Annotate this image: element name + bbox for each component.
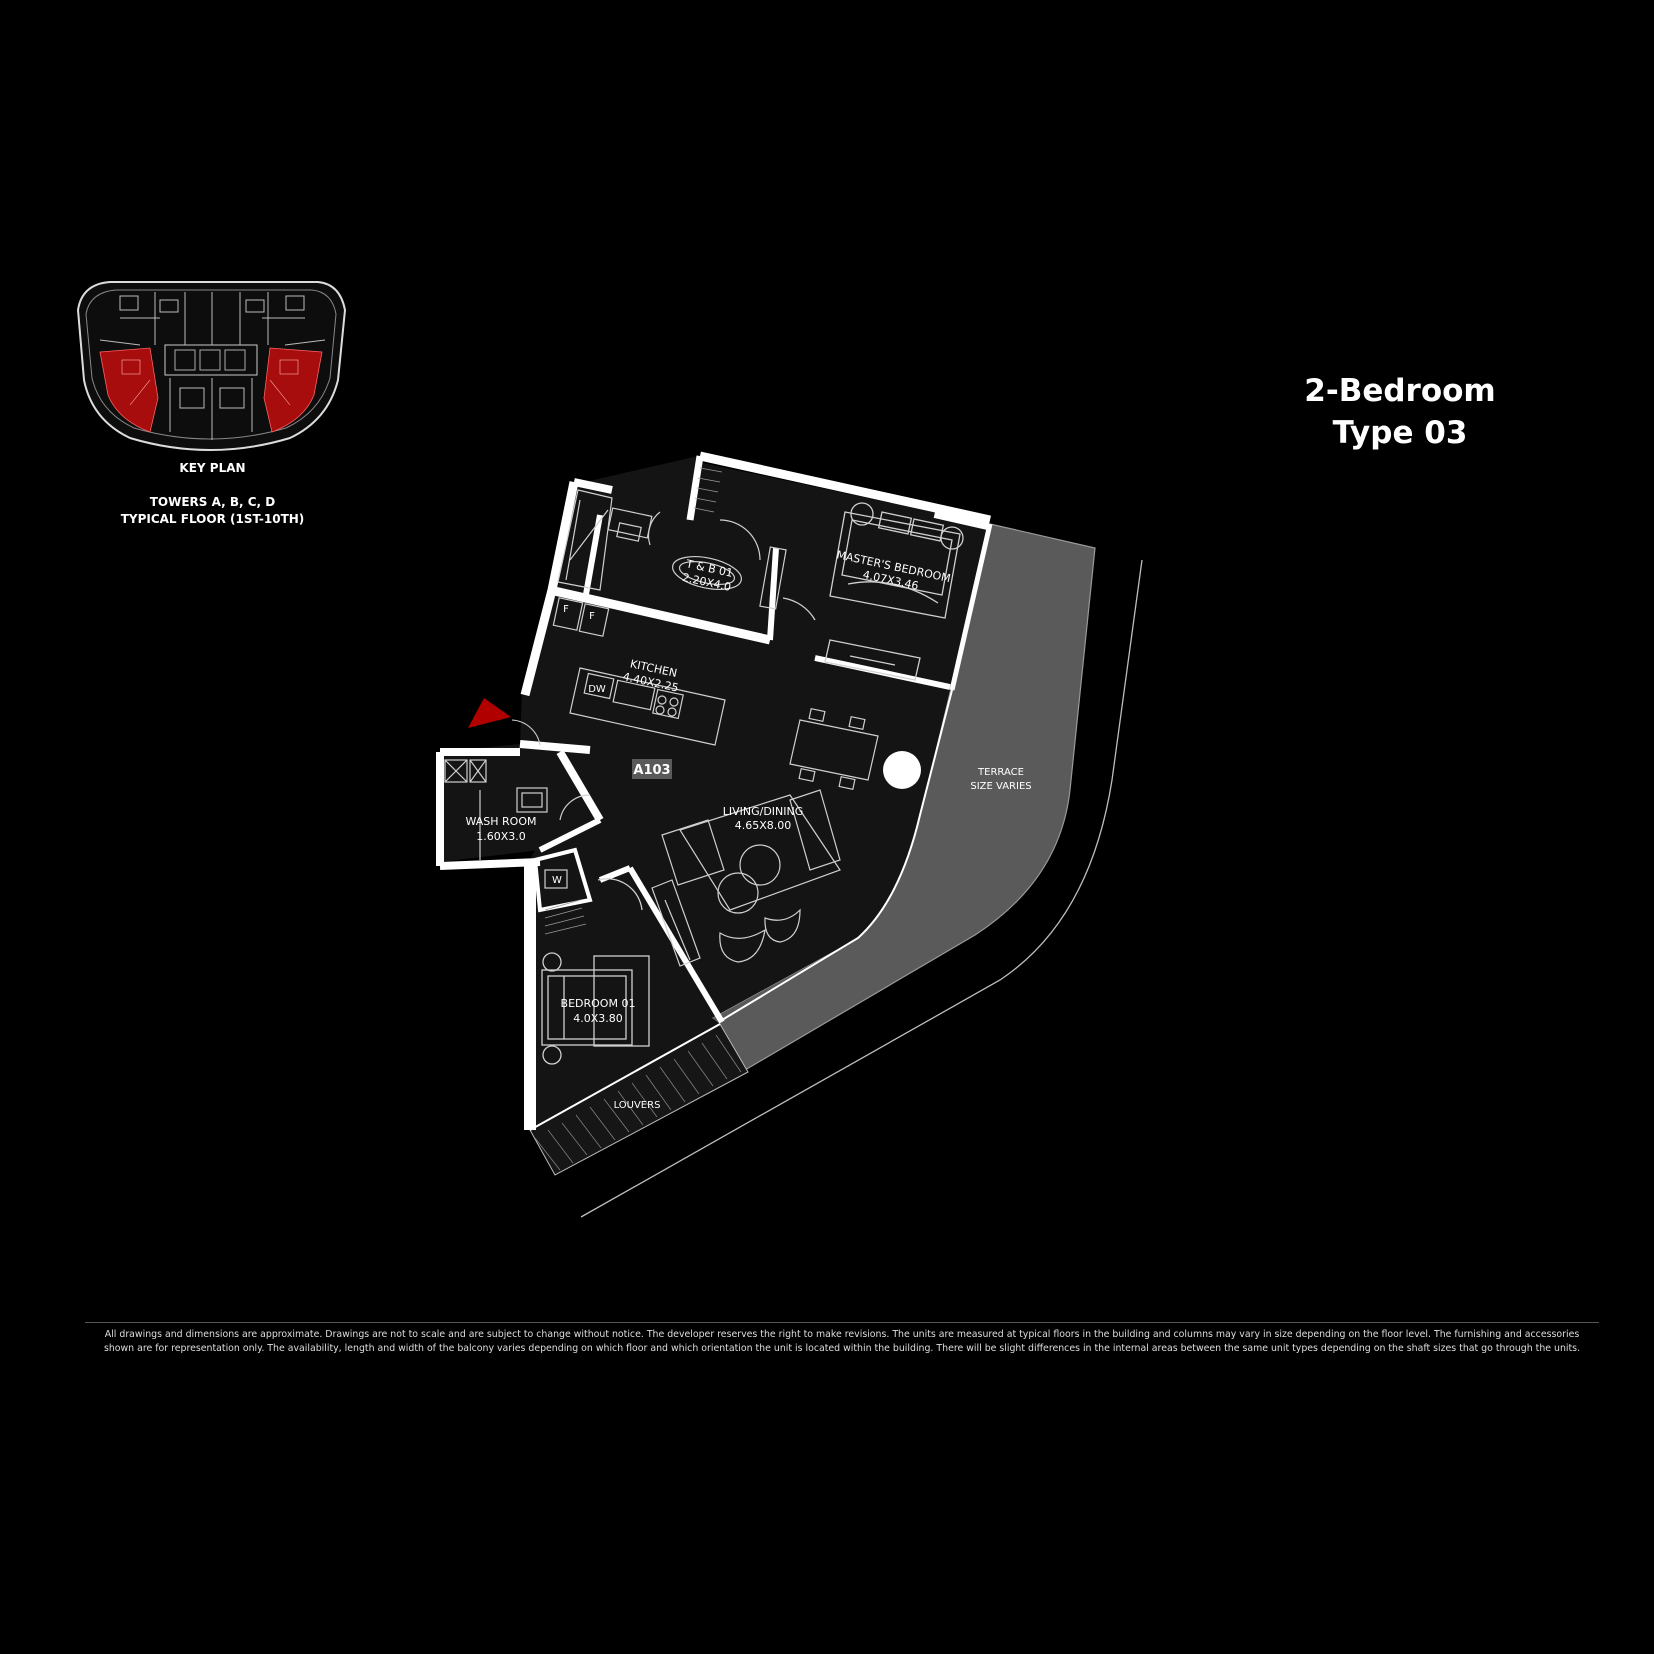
terrace-label: TERRACE — [977, 767, 1024, 778]
key-plan-caption: KEY PLAN TOWERS A, B, C, D TYPICAL FLOOR… — [90, 460, 335, 528]
kitchen-fixtures — [552, 597, 726, 746]
washer-mark: W — [552, 875, 562, 886]
living-furniture — [651, 789, 841, 967]
washroom-fixtures — [444, 759, 591, 889]
washroom-label: WASH ROOM — [465, 815, 536, 828]
unit-title-line1: 2-Bedroom — [1304, 373, 1496, 409]
living-dining-size: 4.65X8.00 — [735, 819, 792, 832]
key-plan-floor: TYPICAL FLOOR (1ST-10TH) — [120, 512, 305, 526]
key-plan-label: KEY PLAN — [179, 461, 246, 475]
disclaimer-line2: shown are for representation only. The a… — [103, 1343, 1581, 1354]
column — [883, 751, 921, 789]
disclaimer-divider — [85, 1322, 1599, 1323]
tb01-fixtures — [557, 467, 787, 610]
apartment-floor — [440, 455, 990, 1130]
fridge-mark-b: F — [589, 611, 595, 622]
unit-title: 2-Bedroom Type 03 — [1240, 370, 1560, 454]
walls — [436, 451, 993, 1131]
louvers-label: LOUVERS — [614, 1100, 661, 1111]
key-plan-diagram — [76, 281, 347, 451]
disclaimer-line1: All drawings and dimensions are approxim… — [104, 1329, 1580, 1340]
disclaimer: All drawings and dimensions are approxim… — [85, 1328, 1599, 1356]
bedroom01-furniture — [541, 878, 650, 1065]
bedroom01-size: 4.0X3.80 — [573, 1012, 623, 1025]
site-boundary-line — [580, 559, 1143, 1218]
unit-code: A103 — [633, 763, 670, 778]
washroom-size: 1.60X3.0 — [476, 830, 526, 843]
unit-title-line2: Type 03 — [1332, 415, 1468, 451]
bedroom01-label: BEDROOM 01 — [561, 997, 636, 1010]
living-dining-label: LIVING/DINING — [723, 805, 804, 818]
unit-code-badge — [632, 759, 672, 779]
key-plan-towers: TOWERS A, B, C, D — [149, 495, 276, 509]
master-bedroom-furniture — [782, 502, 964, 681]
fridge-mark-a: F — [563, 604, 569, 615]
dishwasher-mark: DW — [588, 684, 606, 695]
terrace-size: SIZE VARIES — [970, 781, 1031, 792]
dining-table — [789, 707, 879, 791]
entrance-arrow-icon — [468, 698, 511, 728]
